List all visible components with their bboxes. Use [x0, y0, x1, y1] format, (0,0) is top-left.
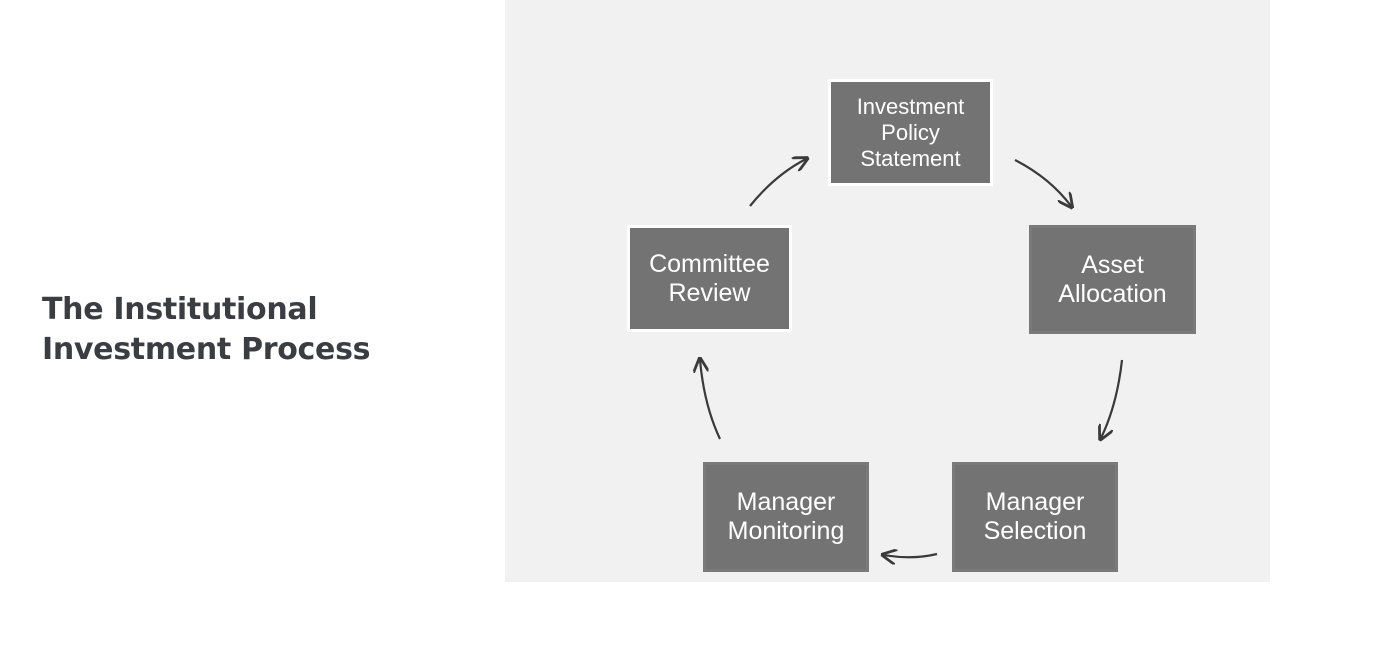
node-label-line: Allocation [1058, 279, 1167, 308]
node-label-line: Monitoring [727, 517, 845, 545]
node-committee-review: Committee Review [627, 225, 792, 332]
node-label-line: Committee [649, 249, 770, 278]
node-asset-allocation: Asset Allocation [1029, 225, 1196, 334]
node-label-line: Manager [736, 488, 836, 516]
node-investment-policy-statement: Investment Policy Statement [828, 79, 993, 186]
title-line-2: Investment Process [42, 332, 371, 367]
node-label-line: Manager [985, 488, 1085, 516]
node-label-line: Selection [983, 517, 1087, 545]
title-line-1: The Institutional [42, 292, 318, 327]
page-title: The Institutional Investment Process [42, 290, 462, 370]
node-manager-monitoring: Manager Monitoring [703, 462, 869, 572]
node-label-line: Review [668, 278, 751, 307]
node-label-line: Investment [856, 93, 965, 119]
node-label-line: Policy [881, 119, 940, 145]
node-manager-selection: Manager Selection [952, 462, 1118, 572]
node-label-line: Statement [860, 145, 961, 171]
node-label-line: Asset [1081, 250, 1144, 279]
